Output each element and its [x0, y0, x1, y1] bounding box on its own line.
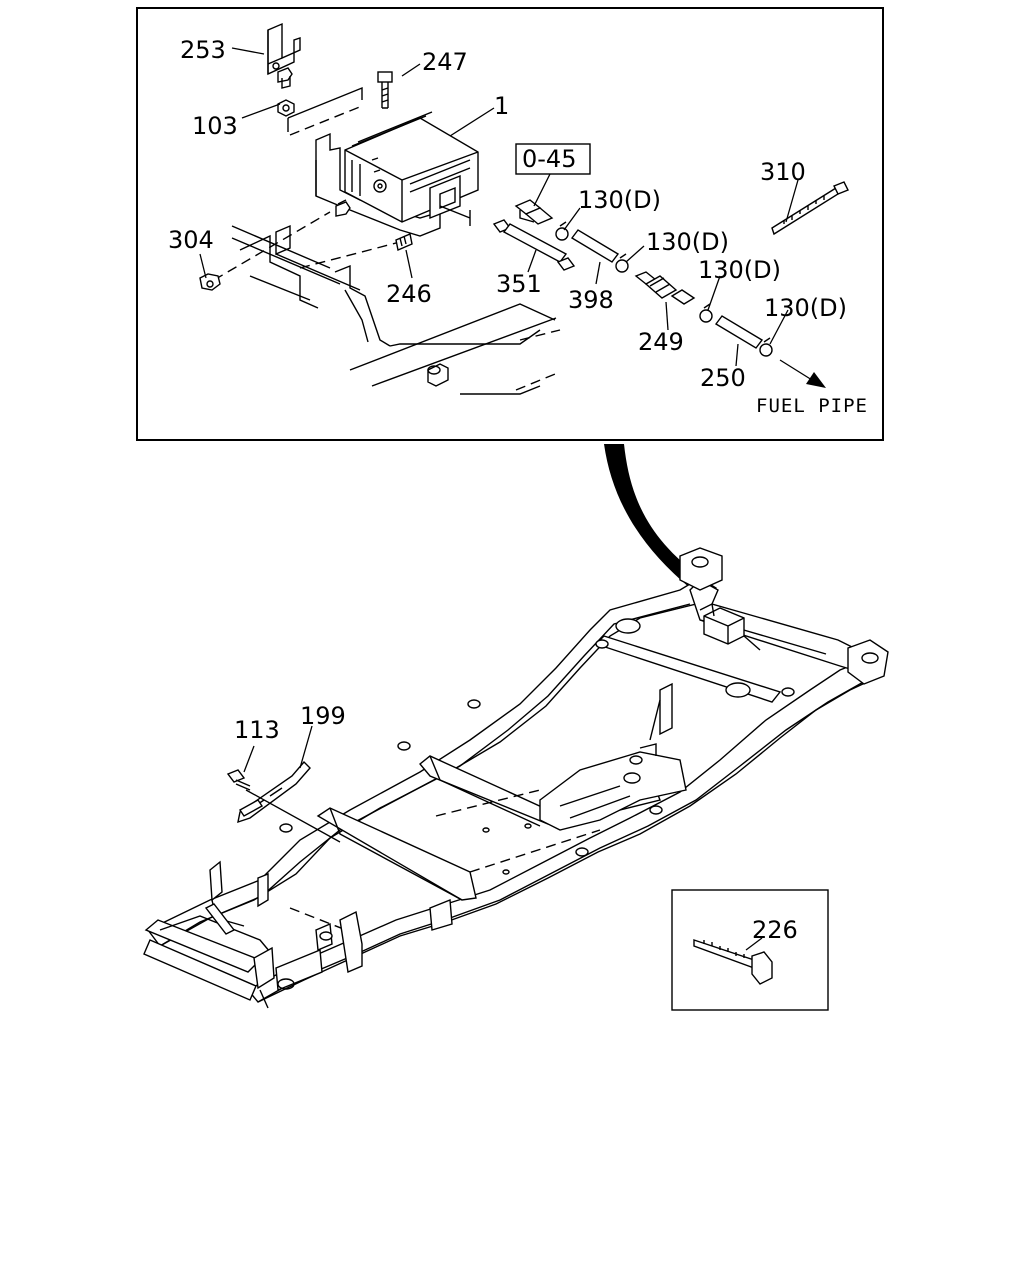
clip-130a: [555, 221, 569, 241]
stud-246: [395, 233, 413, 251]
label-1: 1: [494, 92, 509, 120]
label-130-c: 130(D): [698, 256, 781, 284]
frame-mount-holes: [279, 639, 795, 941]
label-351: 351: [496, 270, 542, 298]
stud-304: [335, 199, 351, 217]
module-1: [344, 111, 479, 226]
label-199: 199: [300, 702, 346, 730]
fuel-pipe-label: FUEL PIPE: [756, 395, 868, 417]
label-130-b: 130(D): [646, 228, 729, 256]
label-130-a: 130(D): [578, 186, 661, 214]
part-ref-box: [515, 143, 591, 175]
detail-frame: [136, 7, 884, 441]
bushing: [427, 363, 449, 387]
label-398: 398: [568, 286, 614, 314]
label-247: 247: [422, 48, 468, 76]
clip-130b: [615, 253, 629, 273]
hose-351: [492, 219, 576, 271]
nut-103: [277, 99, 295, 117]
label-250: 250: [700, 364, 746, 392]
bracket-253: [267, 22, 301, 89]
label-130-d: 130(D): [764, 294, 847, 322]
inset-frame: [671, 889, 829, 1011]
hose-398: [570, 229, 620, 263]
bolt-113: [226, 769, 251, 791]
label-253: 253: [180, 36, 226, 64]
clip-130c: [699, 303, 713, 323]
bolt-247: [377, 71, 393, 109]
clip-130d: [759, 337, 773, 357]
label-249: 249: [638, 328, 684, 356]
label-246: 246: [386, 280, 432, 308]
frame-module: [699, 602, 761, 651]
label-113: 113: [234, 716, 280, 744]
label-103: 103: [192, 112, 238, 140]
callout-pointer: [604, 444, 702, 588]
bracket-199: [237, 760, 311, 824]
arrow-icon: [806, 372, 826, 388]
filter-249: [634, 271, 696, 305]
detail-view: 253 247 1 103 0-45 130(D) 130(D) 130(D) …: [136, 7, 884, 441]
hose-250: [714, 315, 764, 349]
label-310: 310: [760, 158, 806, 186]
chassis-frame: 113 199: [143, 547, 889, 1009]
nut-304: [199, 273, 221, 291]
inset-226: 226: [671, 889, 829, 1011]
label-0-45: 0-45: [522, 145, 576, 173]
label-226: 226: [752, 916, 798, 944]
label-304: 304: [168, 226, 214, 254]
fitting-0-45: [514, 199, 554, 225]
cable-tie-310: [771, 181, 849, 236]
